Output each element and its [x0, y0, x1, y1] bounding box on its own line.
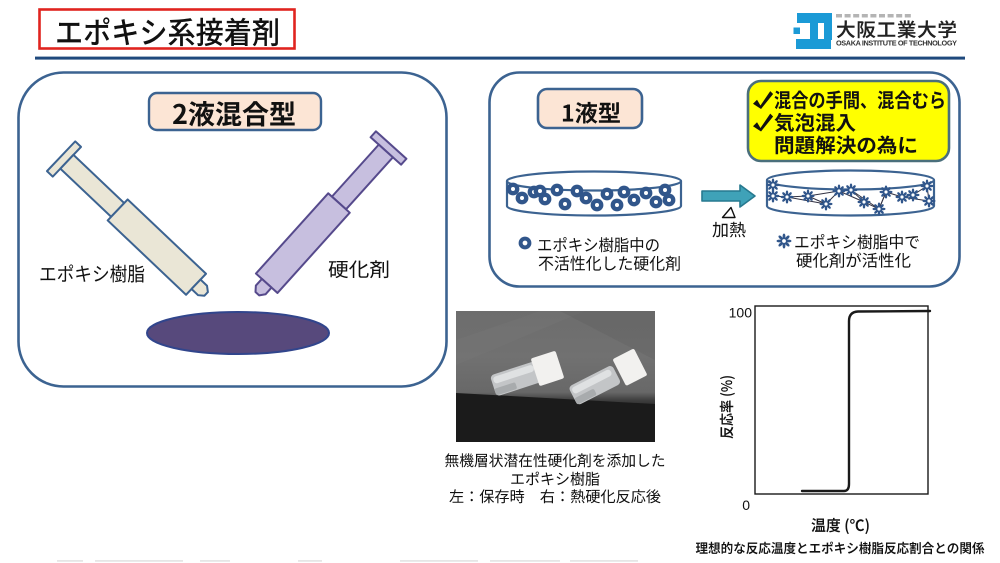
svg-text:OSAKA INSTITUTE OF TECHNOLOGY: OSAKA INSTITUTE OF TECHNOLOGY: [836, 39, 957, 48]
svg-text:100: 100: [729, 305, 753, 321]
svg-text:0: 0: [742, 497, 750, 513]
